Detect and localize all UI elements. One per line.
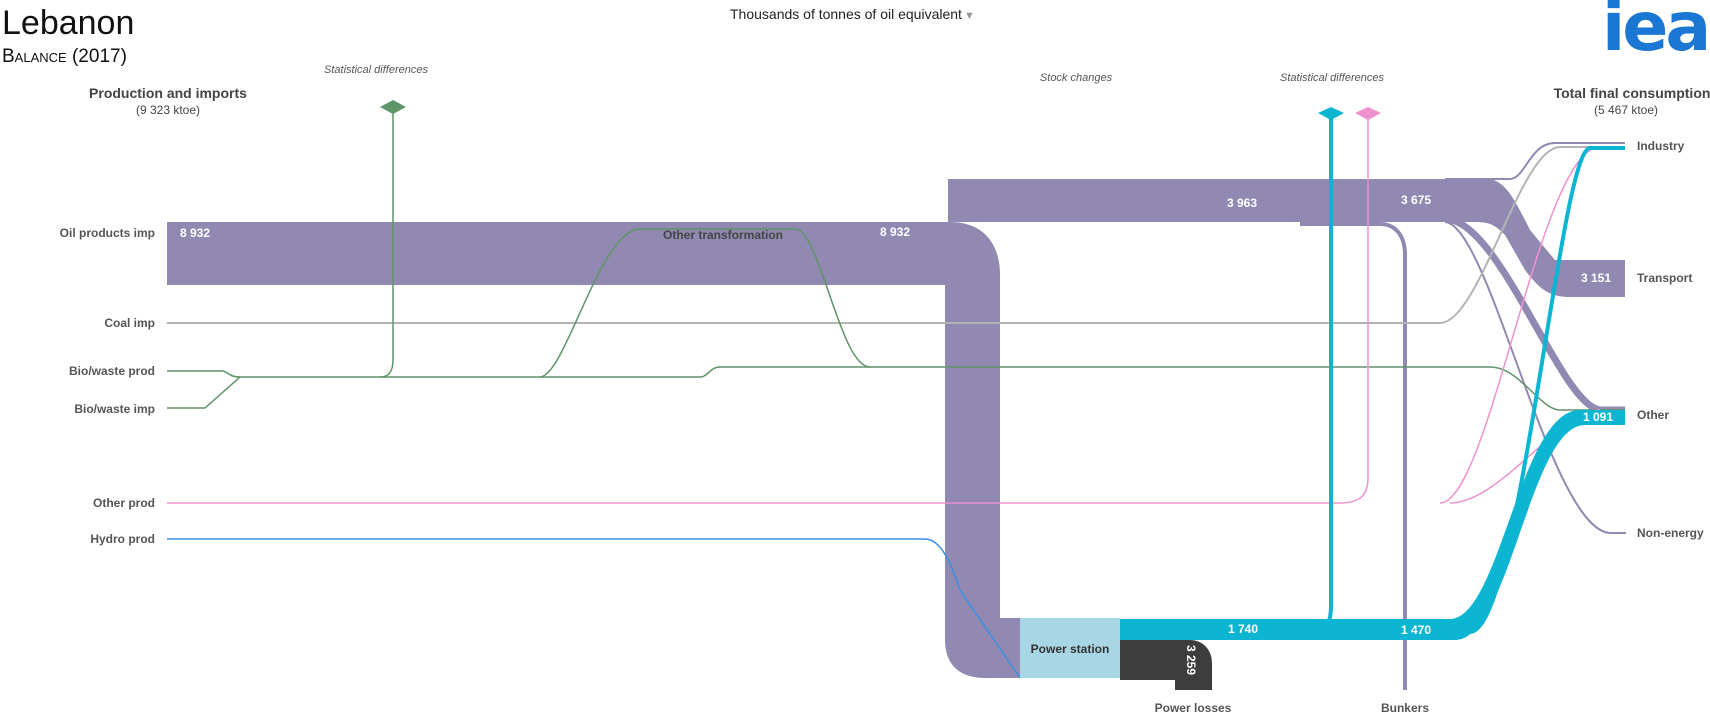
oil-remaining-value-2: 3 675 — [1401, 193, 1431, 207]
sink-label-non-energy: Non-energy — [1637, 526, 1704, 540]
power-losses-label: Power losses — [1155, 701, 1232, 715]
sink-label-other: Other — [1637, 408, 1669, 422]
bunkers-label: Bunkers — [1381, 701, 1429, 715]
stat-diff-left-marker[interactable] — [380, 100, 406, 114]
production-header: Production and imports — [89, 85, 247, 101]
balance-subtitle: Balance (2017) — [2, 46, 127, 68]
stock-changes-label: Stock changes — [1040, 72, 1113, 84]
source-value-oil-imp: 8 932 — [180, 226, 210, 240]
flow-bio-stat-diff[interactable] — [379, 107, 394, 378]
flow-other-prod[interactable] — [167, 113, 1369, 504]
source-label-bio-imp: Bio/waste imp — [74, 402, 155, 416]
stat-diff-right-label: Statistical differences — [1280, 72, 1384, 84]
flow-oil-to-other[interactable] — [1444, 215, 1625, 414]
flow-electricity-main[interactable] — [1120, 410, 1625, 640]
sink-value-other: 1 091 — [1583, 410, 1613, 424]
source-label-coal-imp: Coal imp — [104, 316, 155, 330]
source-label-hydro-prod: Hydro prod — [90, 532, 155, 546]
production-total: (9 323 ktoe) — [136, 103, 200, 117]
stat-diff-left-label: Statistical differences — [324, 64, 428, 76]
flow-bio-to-other-transformation[interactable] — [539, 228, 871, 378]
power-losses-flow[interactable] — [1120, 640, 1212, 690]
iea-logo: iea — [1602, 0, 1710, 67]
flow-oil-to-bunkers[interactable] — [1300, 222, 1407, 690]
sink-node-transport[interactable] — [1565, 260, 1625, 297]
power-station-label: Power station — [1031, 642, 1110, 656]
oil-to-power-value: 8 932 — [880, 225, 910, 239]
country-title: Lebanon — [2, 4, 135, 42]
flow-oil-to-nonenergy[interactable] — [1444, 221, 1626, 534]
electricity-value-2: 1 470 — [1401, 623, 1431, 637]
other-transformation-label: Other transformation — [663, 228, 783, 242]
power-station-node[interactable] — [1020, 618, 1120, 678]
source-label-other-prod: Other prod — [93, 496, 155, 510]
balance-year: (2017) — [71, 46, 127, 67]
oil-remaining-value-1: 3 963 — [1227, 196, 1257, 210]
sink-value-transport: 3 151 — [1581, 271, 1611, 285]
source-label-oil-imp: Oil products imp — [60, 226, 155, 240]
electricity-value-1: 1 740 — [1228, 622, 1258, 636]
flow-oil-main[interactable] — [167, 179, 1625, 297]
unit-dropdown-label: Thousands of tonnes of oil equivalent — [730, 6, 962, 22]
flow-electricity-to-industry[interactable] — [1469, 146, 1625, 634]
source-label-bio-prod: Bio/waste prod — [69, 364, 155, 378]
stat-diff-right-electricity-marker[interactable] — [1318, 107, 1344, 120]
sink-label-industry: Industry — [1637, 139, 1685, 153]
flow-hydro[interactable] — [167, 538, 1021, 679]
consumption-header: Total final consumption — [1554, 85, 1710, 101]
power-losses-value: 3 259 — [1184, 645, 1198, 675]
unit-dropdown[interactable]: Thousands of tonnes of oil equivalent▼ — [730, 6, 975, 22]
flow-oil-to-power[interactable] — [167, 222, 1020, 678]
flow-coal[interactable] — [167, 146, 1625, 324]
consumption-total: (5 467 ktoe) — [1594, 103, 1658, 117]
stat-diff-right-other-marker[interactable] — [1355, 107, 1381, 120]
sink-label-transport: Transport — [1637, 271, 1692, 285]
flow-oil-to-industry[interactable] — [1445, 142, 1625, 180]
chevron-down-icon: ▼ — [963, 10, 975, 22]
flow-bio-imp[interactable] — [167, 376, 241, 409]
sink-node-other[interactable] — [1590, 410, 1625, 425]
balance-label: Balance — [2, 46, 67, 67]
